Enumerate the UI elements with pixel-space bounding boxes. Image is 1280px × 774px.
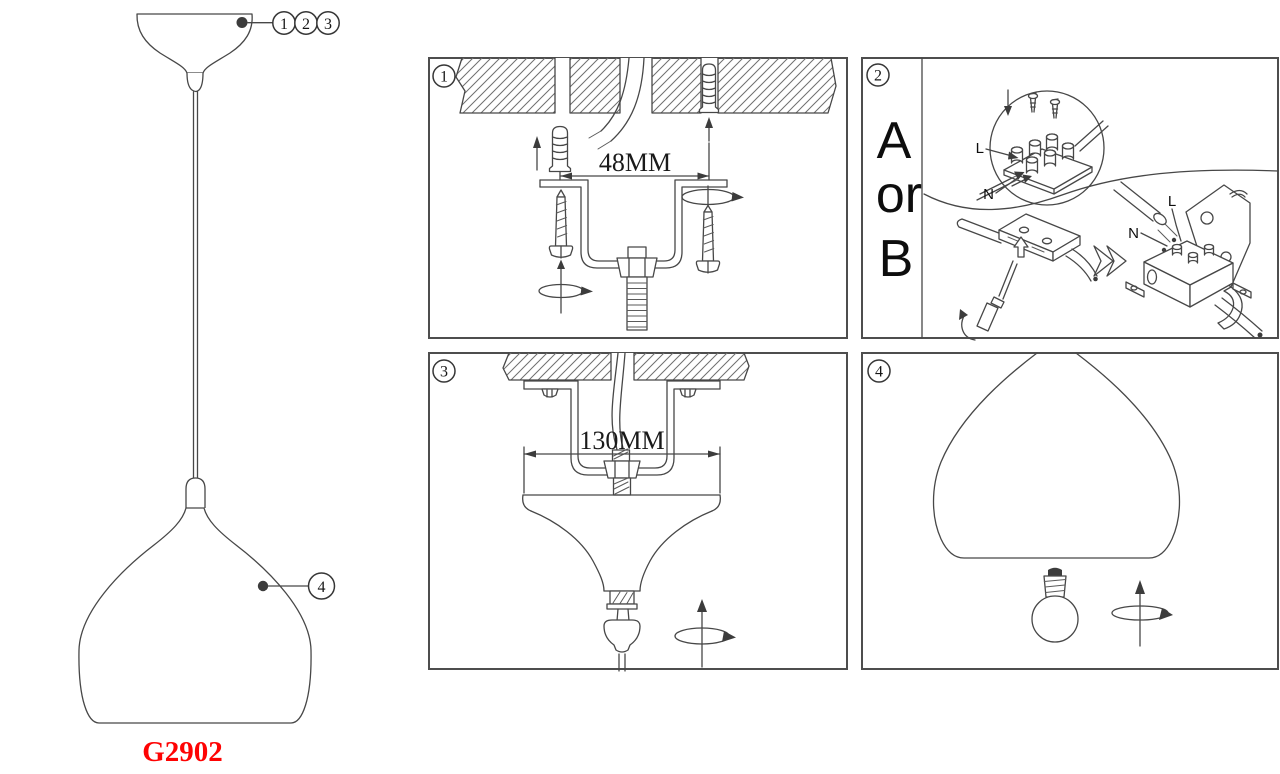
lamp-shade xyxy=(932,352,1181,559)
swoosh-divider xyxy=(923,169,1279,211)
connector-box-unwired xyxy=(956,213,1098,282)
lamp-canopy xyxy=(136,13,253,93)
callout-dot xyxy=(257,580,269,592)
panel-step1-mounting: 1 xyxy=(428,57,848,339)
terminal-block xyxy=(976,89,1109,201)
option-a-label: A xyxy=(877,112,912,170)
callout-number-2: 2 xyxy=(302,16,310,33)
option-or-label: or xyxy=(876,166,922,224)
terminal-screw-icon xyxy=(1027,92,1039,113)
down-arrow-icon xyxy=(1004,89,1012,116)
step-number: 1 xyxy=(440,69,448,86)
neutral-label: N xyxy=(1128,225,1139,242)
step-number-badge: 3 xyxy=(432,359,456,383)
screw-left-icon xyxy=(548,189,574,259)
rotation-arrow-icon xyxy=(681,185,744,207)
screw-head-icon xyxy=(541,388,559,398)
neutral-label: N xyxy=(983,186,994,203)
live-label: L xyxy=(976,140,984,157)
callout-number-4: 4 xyxy=(318,579,326,596)
dimension-label: 130MM xyxy=(579,426,664,455)
lamp-overview-figure: 1 2 3 4 G2902 xyxy=(78,11,340,768)
live-label: L xyxy=(1168,193,1176,210)
screw-right-icon xyxy=(695,204,721,274)
wire-label-neutral: N xyxy=(983,171,1032,203)
step-number: 3 xyxy=(440,364,448,381)
up-arrow-icon xyxy=(705,117,713,181)
step-number: 2 xyxy=(874,68,882,85)
panel-step2-wiring: 2 A or B xyxy=(861,57,1279,341)
ceiling-hatch xyxy=(455,57,837,114)
panel-step4-shade-bulb: 4 xyxy=(861,352,1279,670)
callout-shade: 4 xyxy=(257,572,336,600)
wire-label-live: L xyxy=(1168,193,1182,242)
threaded-rod-and-nut xyxy=(616,246,658,331)
rotation-arrow-icon xyxy=(538,259,593,314)
light-bulb-icon xyxy=(1031,567,1079,643)
wire-label-neutral: N xyxy=(1128,225,1168,247)
option-b-label: B xyxy=(879,230,914,288)
threaded-rod-and-nut xyxy=(603,448,641,496)
step-number-badge: 1 xyxy=(432,64,456,88)
step-number: 4 xyxy=(875,364,883,381)
supply-wires xyxy=(611,352,626,451)
wire-label-live: L xyxy=(976,140,1019,160)
rotation-arrow-icon xyxy=(674,599,736,668)
connector-box-wired xyxy=(1113,181,1263,339)
callout-number-1: 1 xyxy=(280,16,288,33)
screwdriver-icon xyxy=(959,260,1018,341)
panel-step3-canopy: 3 xyxy=(428,352,848,672)
screw-head-icon xyxy=(679,388,697,398)
step-number-badge: 2 xyxy=(866,63,890,87)
dimension-130mm: 130MM xyxy=(523,426,721,494)
up-arrow-icon xyxy=(1013,236,1029,258)
supply-wires xyxy=(588,57,645,150)
rotation-arrow-icon xyxy=(1111,580,1173,647)
dimension-48mm: 48MM xyxy=(559,148,710,180)
dimension-label: 48MM xyxy=(599,148,671,177)
panel-border xyxy=(428,352,848,670)
wall-plug-right-icon xyxy=(698,63,720,114)
terminal-screw-icon xyxy=(1049,98,1061,119)
lamp-shade xyxy=(78,477,312,724)
magnifier-circle xyxy=(989,90,1105,206)
product-code: G2902 xyxy=(142,736,223,768)
callout-dot xyxy=(236,17,248,28)
callout-number-3: 3 xyxy=(324,16,332,33)
chevron-arrow-icon xyxy=(1093,245,1127,277)
up-arrow-icon xyxy=(533,136,541,171)
step-number-badge: 4 xyxy=(867,359,891,383)
ceiling-hatch xyxy=(502,352,750,381)
wall-plug-left-icon xyxy=(548,125,572,181)
callout-parts-top: 1 2 3 xyxy=(236,11,340,35)
canopy-assembly xyxy=(522,494,721,672)
lamp-cord xyxy=(192,91,199,479)
